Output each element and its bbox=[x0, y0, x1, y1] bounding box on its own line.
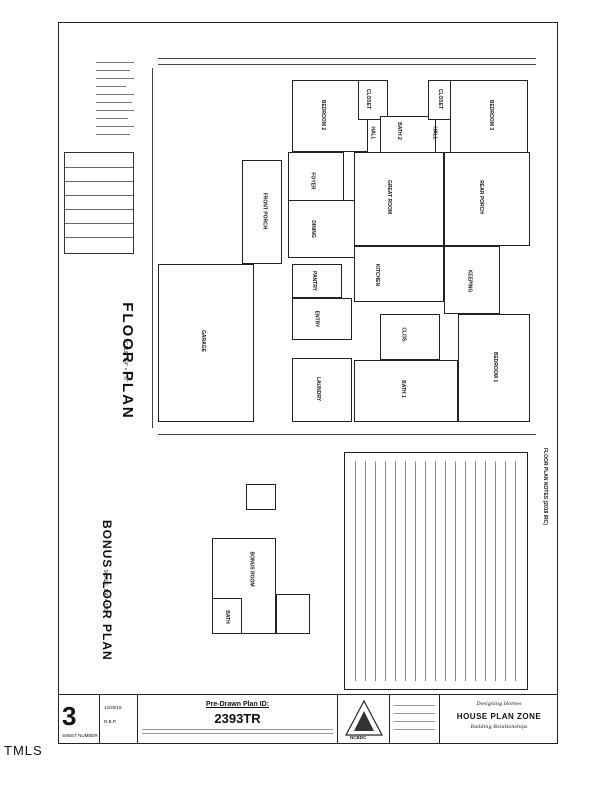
bonus-plan-scale: SCALE: 1/4" = 1'-0" bbox=[102, 569, 108, 613]
drawn-date-cell: 12/20/18 R.B.P. bbox=[100, 695, 138, 743]
room-front-porch bbox=[242, 160, 282, 264]
label-kitchen: KITCHEN bbox=[374, 263, 381, 287]
company-logo-cell: Designing Homes HOUSE PLAN ZONE Building… bbox=[440, 695, 558, 743]
label-rear-porch: REAR PORCH bbox=[477, 180, 484, 214]
company-tagline-bottom: Building Relationships bbox=[470, 724, 528, 730]
room-bonus-bath bbox=[212, 598, 242, 634]
room-bedroom-2 bbox=[292, 80, 368, 152]
label-clos: CLOS. bbox=[400, 327, 407, 343]
company-name: HOUSE PLAN ZONE bbox=[456, 712, 542, 721]
floor-plan-drawing: GARAGE FRONT PORCH BEDROOM 2 CLOSET HALL… bbox=[152, 58, 536, 435]
label-hall-2: HALL bbox=[369, 126, 376, 140]
room-bedroom-3 bbox=[450, 80, 528, 156]
label-bath-2: BATH 2 bbox=[395, 122, 402, 140]
drawn-by: R.B.P. bbox=[104, 719, 117, 724]
label-pantry: PANTRY bbox=[311, 271, 317, 291]
room-garage bbox=[158, 264, 254, 422]
bonus-window-detail bbox=[246, 484, 276, 510]
sheet-number-label: SHEET NUMBER bbox=[62, 733, 98, 738]
mls-watermark: TMLS bbox=[4, 743, 43, 758]
label-bedroom-1: BEDROOM 1 bbox=[492, 351, 499, 383]
room-bedroom-1 bbox=[458, 314, 530, 422]
label-bonus-bath: BATH bbox=[223, 610, 230, 624]
label-entry: ENTRY bbox=[313, 310, 320, 328]
seal-cell: NCBDC bbox=[338, 695, 390, 743]
label-bath-1: BATH 1 bbox=[399, 380, 406, 398]
label-garage: GARAGE bbox=[199, 330, 206, 352]
room-foyer bbox=[288, 152, 344, 208]
square-footage-table bbox=[64, 152, 134, 254]
room-entry bbox=[292, 298, 352, 340]
label-bedroom-2: BEDROOM 2 bbox=[320, 99, 327, 131]
room-closet-2 bbox=[358, 80, 388, 120]
seal-text: NCBDC bbox=[350, 735, 367, 740]
plan-id-cell: Pre-Drawn Plan ID: 2393TR bbox=[138, 695, 338, 743]
sheet-number-cell: 3 SHEET NUMBER bbox=[58, 695, 100, 743]
label-bonus-room: BONUS ROOM bbox=[248, 551, 255, 587]
title-block: 3 SHEET NUMBER 12/20/18 R.B.P. Pre-Drawn… bbox=[58, 694, 558, 744]
label-closet-2: CLOSET bbox=[365, 88, 372, 110]
label-great-room: GREAT ROOM bbox=[386, 179, 393, 215]
company-contact-cell bbox=[390, 695, 440, 743]
label-hall-3: HALL bbox=[431, 126, 438, 140]
label-closet-3: CLOSET bbox=[437, 88, 444, 110]
label-dining: DINING bbox=[309, 220, 316, 238]
floor-plan-notes-box bbox=[344, 452, 528, 690]
label-foyer: FOYER bbox=[309, 172, 316, 190]
room-rear-porch bbox=[444, 152, 530, 246]
room-bath-1 bbox=[354, 360, 458, 422]
room-kitchen bbox=[354, 246, 444, 302]
bonus-stair bbox=[276, 594, 310, 634]
ncbdc-seal-icon bbox=[345, 699, 383, 736]
room-dining bbox=[288, 200, 356, 258]
label-bedroom-3: BEDROOM 3 bbox=[488, 99, 495, 131]
floor-plan-scale: SCALE: 1/4" = 1'-0" bbox=[122, 338, 128, 382]
plan-id: 2393TR bbox=[214, 711, 261, 726]
general-notes-block bbox=[96, 58, 136, 150]
room-laundry bbox=[292, 358, 352, 422]
room-keeping bbox=[444, 246, 500, 314]
label-laundry: LAUNDRY bbox=[315, 376, 322, 402]
label-keeping: KEEPING bbox=[466, 269, 473, 293]
floor-plan-notes-title: FLOOR PLAN NOTES (2018 IRC) bbox=[542, 448, 548, 525]
room-pantry bbox=[292, 264, 342, 298]
plan-id-label: Pre-Drawn Plan ID: bbox=[205, 701, 269, 708]
drawn-date: 12/20/18 bbox=[104, 705, 122, 710]
bonus-plan-drawing: BONUS ROOM BATH bbox=[212, 538, 310, 634]
label-front-porch: FRONT PORCH bbox=[261, 192, 268, 230]
room-great-room bbox=[354, 152, 444, 246]
sheet-number: 3 bbox=[62, 701, 77, 731]
room-bath-2 bbox=[380, 116, 436, 156]
company-tagline-top: Designing Homes bbox=[476, 701, 522, 707]
room-closet-master bbox=[380, 314, 440, 360]
